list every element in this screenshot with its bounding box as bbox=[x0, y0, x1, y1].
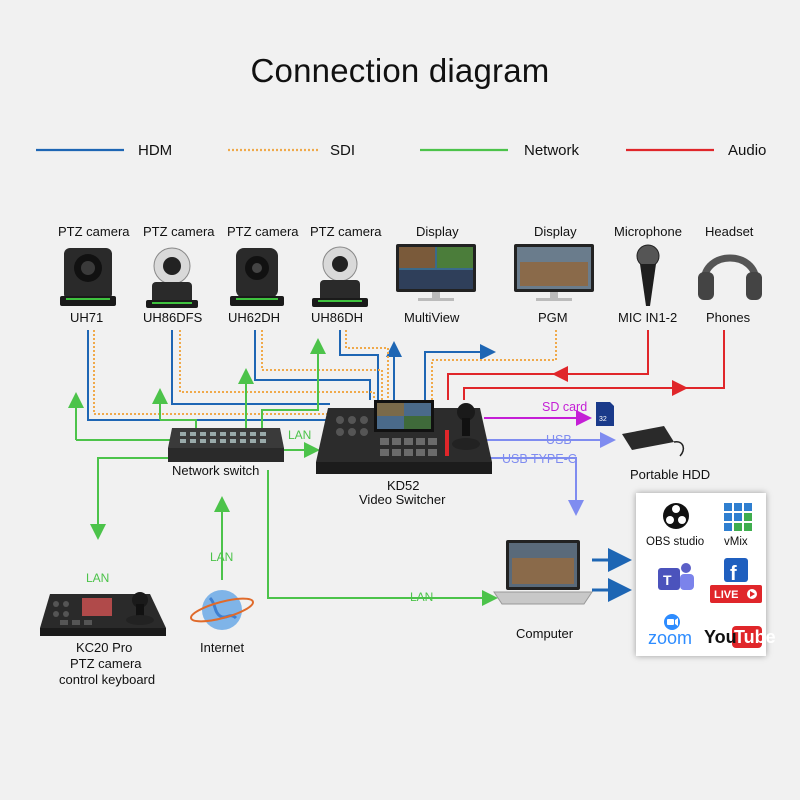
sdi-line-uh71 bbox=[93, 330, 330, 415]
display-1-type: Display bbox=[416, 224, 459, 239]
audio-line-phones-2 bbox=[684, 330, 725, 389]
sd-card-label: SD card bbox=[542, 400, 588, 414]
switcher-model: KD52 bbox=[387, 478, 420, 493]
audio-line-mic bbox=[552, 330, 649, 382]
camera-uh62dh-icon bbox=[230, 248, 284, 306]
portable-hdd-icon bbox=[622, 426, 685, 457]
legend-audio-label: Audio bbox=[728, 142, 767, 159]
legend-hdmi-label: HDM bbox=[138, 142, 173, 159]
display-2-name: PGM bbox=[538, 310, 568, 325]
vmix-label: vMix bbox=[724, 536, 748, 548]
facebook-icon: f bbox=[724, 558, 748, 585]
hdmi-line-uh86dfs bbox=[171, 330, 330, 405]
lan-label-keyboard: LAN bbox=[86, 571, 110, 585]
youtube-you-label: You bbox=[704, 627, 737, 647]
hdmi-line-uh62dh bbox=[254, 330, 371, 400]
network-line-computer bbox=[267, 470, 498, 606]
vmix-icon bbox=[724, 503, 752, 531]
camera-4-type: PTZ camera bbox=[310, 224, 382, 239]
facebook-live-badge: LIVE bbox=[710, 585, 762, 603]
sdi-line-pgm bbox=[431, 330, 557, 400]
camera-3-model: UH62DH bbox=[228, 310, 281, 325]
obs-label: OBS studio bbox=[646, 536, 705, 548]
usb-label: USB bbox=[546, 433, 572, 447]
legend-sdi-label: SDI bbox=[330, 142, 356, 159]
camera-uh71-icon bbox=[60, 248, 116, 306]
hdmi-line-uh86dh bbox=[339, 330, 379, 400]
display-multiview-icon bbox=[396, 244, 476, 301]
youtube-icon bbox=[732, 626, 762, 648]
obs-icon bbox=[663, 503, 689, 529]
display-1-name: MultiView bbox=[404, 310, 460, 325]
audio-line-phones bbox=[463, 380, 688, 400]
camera-1-model: UH71 bbox=[70, 310, 104, 325]
sdi-line-uh86dh bbox=[345, 330, 389, 400]
youtube-tube-label: Tube bbox=[734, 627, 776, 647]
svg-text:f: f bbox=[730, 563, 737, 585]
microphone-icon bbox=[636, 244, 660, 306]
computer-label: Computer bbox=[516, 626, 574, 641]
camera-uh86dfs-icon bbox=[146, 247, 198, 308]
microphone-type: Microphone bbox=[614, 224, 682, 239]
camera-2-type: PTZ camera bbox=[143, 224, 215, 239]
usb-typec-line bbox=[484, 457, 584, 516]
svg-text:T: T bbox=[663, 572, 672, 588]
teams-icon: T bbox=[658, 563, 694, 590]
network-line-keyboard bbox=[90, 457, 172, 540]
camera-2-model: UH86DFS bbox=[143, 310, 203, 325]
camera-4-model: UH86DH bbox=[311, 310, 364, 325]
headset-name: Phones bbox=[706, 310, 751, 325]
keyboard-model: KC20 Pro bbox=[76, 640, 133, 655]
lan-label-switcher: LAN bbox=[288, 428, 312, 442]
zoom-icon bbox=[664, 614, 680, 630]
svg-text:LIVE: LIVE bbox=[714, 589, 738, 601]
internet-label: Internet bbox=[200, 640, 245, 655]
sd-card-icon: 32 bbox=[596, 402, 614, 426]
microphone-name: MIC IN1-2 bbox=[618, 310, 678, 325]
headset-icon bbox=[698, 254, 762, 300]
network-switch-label: Network switch bbox=[172, 463, 260, 478]
sdi-line-uh62dh bbox=[261, 330, 383, 400]
zoom-label: zoom bbox=[648, 628, 693, 648]
network-line-uh86dfs bbox=[160, 419, 197, 428]
portable-hdd-label: Portable HDD bbox=[630, 467, 711, 482]
camera-1-type: PTZ camera bbox=[58, 224, 130, 239]
camera-3-type: PTZ camera bbox=[227, 224, 299, 239]
legend-network-label: Network bbox=[524, 142, 580, 159]
hdmi-line-pgm bbox=[424, 344, 496, 400]
keyboard-line2: control keyboard bbox=[59, 672, 156, 687]
switcher-name: Video Switcher bbox=[359, 492, 446, 507]
audio-line-mic-2 bbox=[447, 373, 556, 400]
display-2-type: Display bbox=[534, 224, 577, 239]
page-title: Connection diagram bbox=[250, 52, 550, 89]
sd-card-capacity: 32 bbox=[599, 416, 607, 423]
lan-label-computer: LAN bbox=[410, 590, 434, 604]
headset-type: Headset bbox=[705, 224, 754, 239]
lan-label-internet: LAN bbox=[210, 550, 234, 564]
hdmi-line-uh71 bbox=[87, 330, 330, 421]
usb-typec-label: USB TYPE-C bbox=[502, 452, 577, 466]
camera-uh86dh-icon bbox=[312, 246, 368, 307]
sdi-line-uh86dfs bbox=[179, 330, 375, 400]
keyboard-line1: PTZ camera bbox=[70, 656, 142, 671]
display-pgm-icon bbox=[514, 244, 594, 301]
network-line-uh86dh bbox=[261, 338, 326, 428]
